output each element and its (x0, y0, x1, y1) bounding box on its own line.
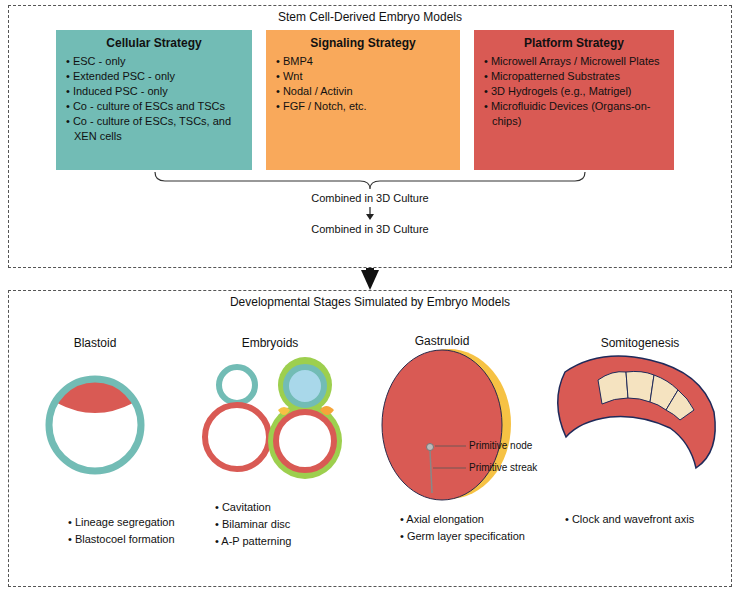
bullet-item: • Microwell Arrays / Microwell Plates (484, 54, 664, 69)
bullet-item: • Co - culture of ESCs and TSCs (66, 99, 242, 114)
box-heading: Cellular Strategy (66, 36, 242, 51)
text-label: • Germ layer specification (400, 529, 525, 543)
bullet-item: • FGF / Notch, etc. (276, 99, 450, 114)
small-arrow-head (366, 214, 374, 220)
bullet-item: • Micropatterned Substrates (484, 69, 664, 84)
text-label: Primitive node (469, 440, 532, 452)
text-label: • A-P patterning (215, 534, 291, 548)
text-label: • Blastocoel formation (68, 532, 175, 546)
text-label: Primitive streak (469, 462, 537, 474)
text-label: • Clock and wavefront axis (565, 512, 694, 526)
leader-line (433, 468, 466, 469)
embryoid-patch (278, 407, 290, 415)
embryoid-yolk (276, 412, 334, 470)
box-heading: Signaling Strategy (276, 36, 450, 51)
bullet-item: • Microfluidic Devices (Organs-on-chips) (484, 99, 664, 129)
embryo-body (558, 356, 715, 468)
leader-line (435, 446, 466, 447)
bullet-item: • Wnt (276, 69, 450, 84)
curly-bracket (155, 172, 585, 189)
bullet-item: • 3D Hydrogels (e.g., Matrigel) (484, 84, 664, 99)
embryoid-outer-bottom (268, 403, 342, 479)
embryoid-outer-top (278, 357, 332, 413)
embryoid-bottom-ring (205, 405, 269, 469)
stage-title: Gastruloid (415, 334, 470, 348)
strategy-box: Cellular Strategy • ESC - only• Extended … (56, 30, 252, 170)
text-label: • Bilaminar disc (215, 517, 290, 531)
text-label: Combined in 3D Culture (311, 222, 428, 236)
text-label: • Cavitation (215, 500, 271, 514)
bullet-item: • ESC - only (66, 54, 242, 69)
primitive-streak-line (430, 450, 432, 493)
small-arrow-shaft (369, 207, 370, 215)
blastocoel (49, 379, 141, 471)
stage-title: Blastoid (74, 336, 117, 350)
embryoid-amnion (286, 367, 324, 405)
trophectoderm-ring (49, 379, 141, 471)
box-heading: Platform Strategy (484, 36, 664, 51)
box-heading: Developmental Stages Simulated by Embryo… (9, 295, 731, 309)
box-heading: Stem Cell-Derived Embryo Models (9, 10, 731, 24)
text-label: Combined in 3D Culture (311, 191, 428, 205)
primitive-node-dot (427, 444, 434, 451)
gastruloid-body (382, 350, 502, 500)
strategy-box: Platform Strategy • Microwell Arrays / Mi… (474, 30, 674, 170)
bullet-item: • BMP4 (276, 54, 450, 69)
strategy-box: Signaling Strategy • BMP4• Wnt• Nodal / A… (266, 30, 460, 170)
bullet-item: • Induced PSC - only (66, 84, 242, 99)
bullet-item: • Extended PSC - only (66, 69, 242, 84)
stage-title: Somitogenesis (601, 336, 680, 350)
somites (598, 371, 694, 420)
text-label: • Lineage segregation (68, 515, 175, 529)
bullet-item: • Co - culture of ESCs, TSCs, and XEN ce… (66, 114, 242, 144)
bullet-item: • Nodal / Activin (276, 84, 450, 99)
embryoid-patch (320, 406, 334, 415)
stage-title: Embryoids (242, 336, 299, 350)
embryoid-top-ring (219, 367, 255, 403)
text-label: • Axial elongation (400, 512, 484, 526)
block-arrow (366, 268, 374, 278)
